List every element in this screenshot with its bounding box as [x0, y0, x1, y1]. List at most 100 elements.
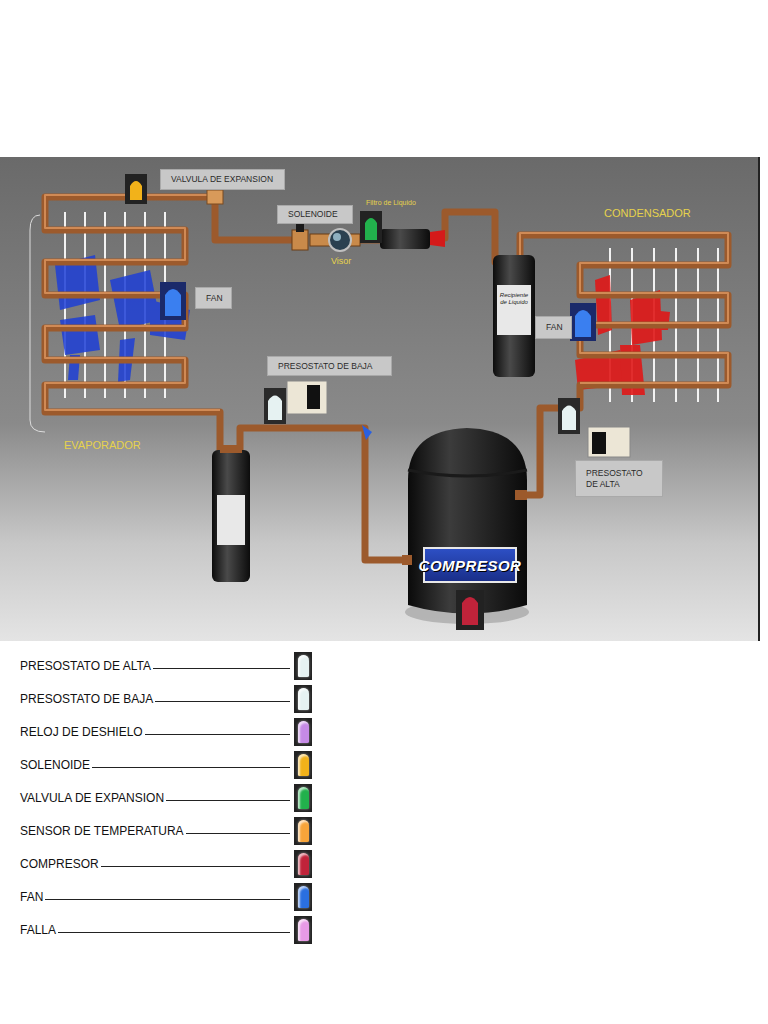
suction-accumulator	[212, 445, 250, 582]
panel-edge	[758, 157, 760, 641]
compressor-nameplate: COMPRESOR	[423, 547, 517, 583]
legend-row: FAN	[20, 883, 312, 911]
node-text-group: SOLENOIDE	[288, 209, 338, 220]
legend-led-frame	[294, 718, 312, 746]
liquid-receiver-part	[497, 285, 531, 335]
led-indicators-part	[365, 218, 377, 240]
component-label: Recipiente de Liquido	[497, 292, 531, 306]
node-text: PRESOSTATO DE ALTA	[586, 468, 652, 490]
legend-row: PRESOSTATO DE ALTA	[20, 652, 312, 680]
legend-text: PRESOSTATO DE ALTA	[20, 659, 151, 673]
evaporator-cold-air-part	[60, 315, 100, 355]
legend-text: SENSOR DE TEMPERATURA	[20, 824, 184, 838]
legend-led-frame	[294, 817, 312, 845]
legend-row: PRESOSTATO DE BAJA	[20, 685, 312, 713]
copper-pipes-part	[515, 235, 728, 495]
node-text: FAN	[206, 293, 223, 304]
solenoid-valve	[292, 224, 308, 250]
led-indicators-part	[130, 181, 142, 200]
copper-pipes-part	[430, 212, 495, 262]
legend-text: RELOJ DE DESHIELO	[20, 725, 143, 739]
legend-leader-line	[186, 833, 290, 834]
legend-leader-line	[92, 767, 290, 768]
legend-led-frame	[294, 883, 312, 911]
component-label: CONDENSADOR	[604, 207, 691, 219]
led-indicators-part	[268, 396, 282, 421]
legend-led-frame	[294, 850, 312, 878]
callout-box: PRESOSTATO DE ALTA	[575, 460, 663, 497]
legend-leader-line	[153, 668, 290, 669]
high-pressure-switch-part	[592, 432, 606, 454]
led-indicators-part	[562, 406, 576, 431]
expansion-valve	[207, 190, 223, 204]
led-indicators-part	[264, 388, 286, 424]
legend-led-frame	[294, 751, 312, 779]
legend-led-swatch	[298, 919, 309, 941]
node-text-group: FAN	[546, 322, 563, 333]
expansion-valve-part	[207, 190, 223, 204]
legend-text: PRESOSTATO DE BAJA	[20, 692, 153, 706]
legend-led-swatch	[298, 721, 309, 743]
led-indicators-part	[165, 289, 181, 316]
node-text: FAN	[546, 322, 563, 333]
background-panel	[0, 157, 760, 641]
node-text-group: VALVULA DE EXPANSION	[171, 174, 273, 185]
copper-pipes-part	[240, 428, 410, 560]
pipe-highlights-part	[520, 233, 728, 383]
pipe-highlights	[45, 195, 728, 410]
solenoid-valve-part	[296, 224, 304, 232]
led-indicators-part	[570, 303, 596, 341]
led-indicators	[125, 174, 596, 630]
legend-text: COMPRESOR	[20, 857, 99, 871]
led-indicators-part	[160, 282, 186, 320]
component-label: EVAPORADOR	[64, 439, 141, 451]
pipe-highlights-part	[45, 195, 220, 410]
legend-led-swatch	[298, 688, 309, 710]
legend-led-frame	[294, 652, 312, 680]
node-text-group: PRESOSTATO DE ALTA	[586, 468, 652, 490]
legend-row: FALLA	[20, 916, 312, 944]
legend-row: COMPRESOR	[20, 850, 312, 878]
evaporator-fins	[30, 212, 165, 432]
legend-leader-line	[45, 899, 290, 900]
legend-row: RELOJ DE DESHIELO	[20, 718, 312, 746]
legend-text: SOLENOIDE	[20, 758, 90, 772]
legend-leader-line	[166, 800, 290, 801]
legend-leader-line	[101, 866, 290, 867]
callout-box: PRESOSTATO DE BAJA	[267, 356, 392, 376]
callout-box: VALVULA DE EXPANSION	[160, 169, 285, 190]
low-pressure-switch	[287, 381, 372, 440]
suction-accumulator-part	[220, 445, 242, 453]
legend-led-swatch	[298, 655, 309, 677]
sight-glass-part	[333, 233, 341, 241]
sight-glass-part	[329, 229, 351, 251]
legend-led-swatch	[298, 886, 309, 908]
legend-text: VALVULA DE EXPANSION	[20, 791, 164, 805]
copper-pipes	[45, 197, 728, 560]
callout-box: FAN	[195, 287, 232, 309]
legend-led-swatch	[298, 820, 309, 842]
legend-led-swatch	[298, 853, 309, 875]
low-pressure-switch-part	[287, 381, 327, 414]
compressor-body-part	[408, 470, 527, 476]
legend-text: FALLA	[20, 923, 56, 937]
node-text-group: PRESOSTATO DE BAJA	[278, 361, 372, 372]
liquid-filter-part	[430, 230, 445, 247]
led-indicators-part	[558, 398, 580, 434]
node-text: SOLENOIDE	[288, 209, 338, 220]
legend-leader-line	[145, 734, 290, 735]
legend-text: FAN	[20, 890, 43, 904]
suction-accumulator-part	[212, 450, 250, 582]
component-label: Visor	[331, 256, 351, 266]
legend-led-swatch	[298, 754, 309, 776]
legend-led-frame	[294, 685, 312, 713]
legend-led-frame	[294, 784, 312, 812]
led-indicators-part	[360, 211, 382, 243]
led-indicators-part	[462, 597, 478, 625]
led-indicators-part	[125, 174, 147, 204]
legend-row: VALVULA DE EXPANSION	[20, 784, 312, 812]
compressor-body-part	[515, 490, 527, 500]
callout-box: FAN	[535, 316, 572, 339]
suction-accumulator-part	[217, 495, 245, 545]
